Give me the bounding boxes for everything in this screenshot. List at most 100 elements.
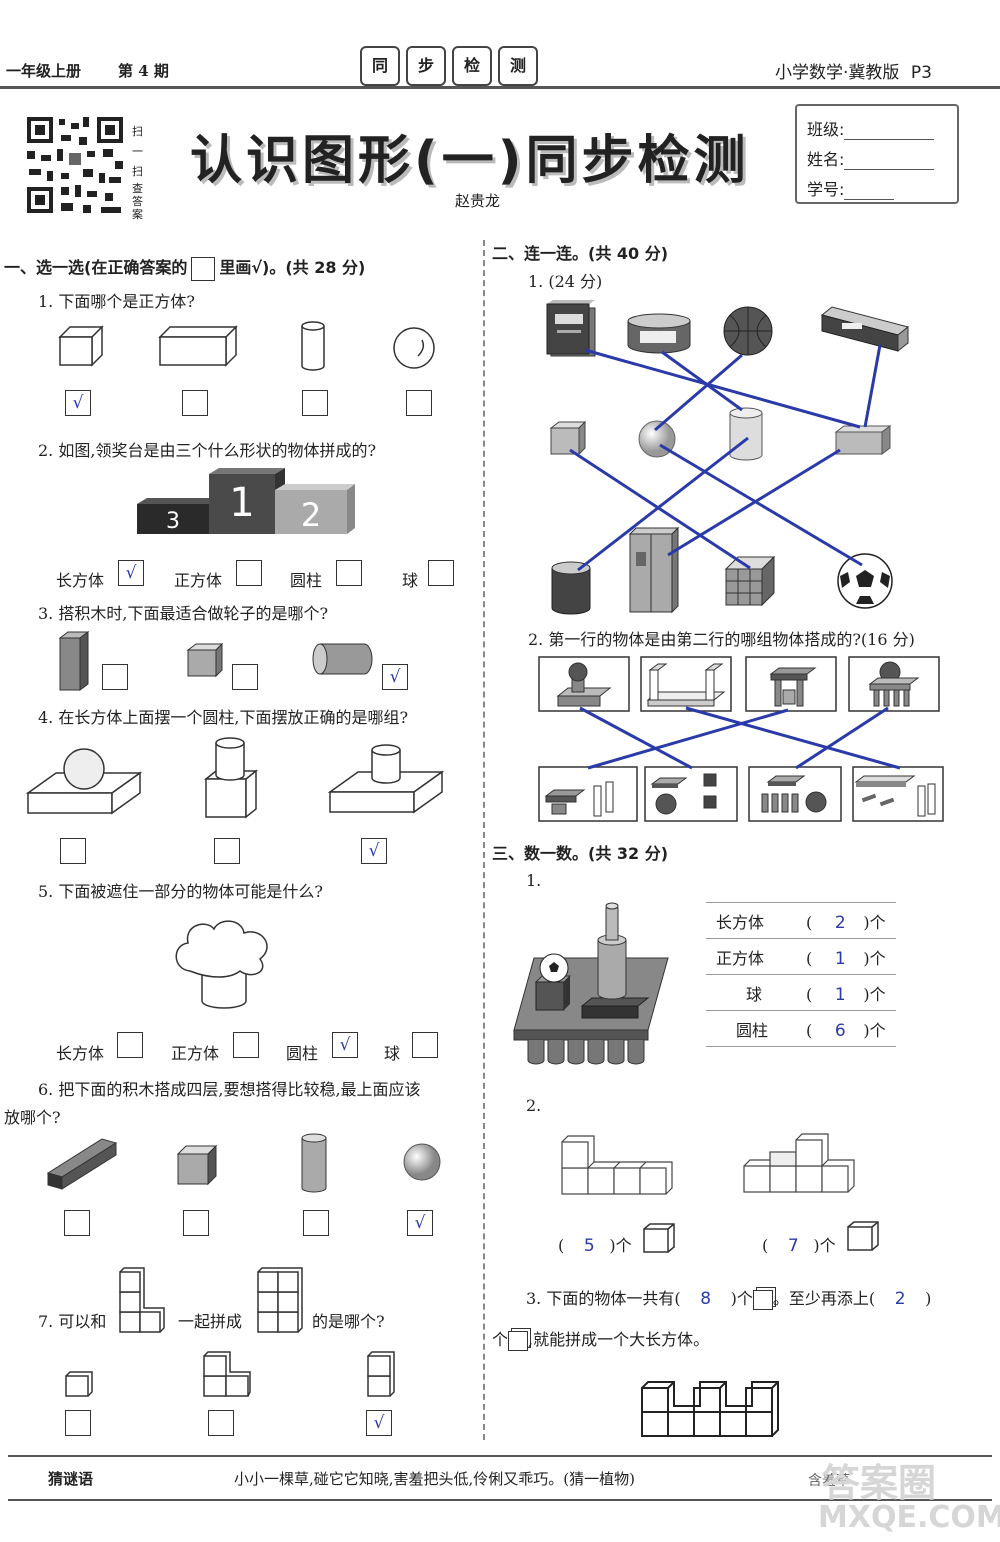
q1-option-4-box[interactable] — [406, 390, 432, 416]
q2-answer-1-value[interactable]: 5 — [583, 1236, 595, 1256]
q7-text-a: 7. 可以和 — [38, 1312, 107, 1331]
q6-option-3-box[interactable] — [303, 1210, 329, 1236]
q5-option-3-label: 圆柱 — [286, 1044, 319, 1063]
q6-text-a: 6. 把下面的积木搭成四层,要想搭得比较稳,最上面应该 — [38, 1080, 421, 1099]
qr-code-icon[interactable] — [25, 115, 125, 215]
cube-icon — [58, 325, 104, 367]
q6-option-2-box[interactable] — [183, 1210, 209, 1236]
can-icon — [627, 313, 691, 354]
count-cell[interactable]: 6 — [834, 1020, 846, 1041]
q5-option-3-box[interactable]: √ — [332, 1032, 358, 1058]
number-field[interactable] — [844, 185, 895, 200]
cube-unit-icon — [643, 1223, 675, 1253]
toothpaste-box-icon — [820, 306, 910, 353]
q2-option-3-box[interactable] — [336, 560, 362, 586]
q2-text: 2. 如图,领奖台是由三个什么形状的物体拼成的? — [38, 441, 377, 460]
q6-option-4-box[interactable]: √ — [407, 1210, 433, 1236]
q7-option-2-box[interactable] — [208, 1410, 234, 1436]
q3-option-1-box[interactable] — [102, 664, 128, 690]
section3-heading: 三、数一数。(共 32 分) — [492, 844, 669, 863]
sphere-icon — [393, 327, 435, 369]
q3-option-2-box[interactable] — [232, 664, 258, 690]
q6-text-b: 放哪个? — [4, 1108, 61, 1127]
q2-answer-2-value[interactable]: 7 — [787, 1236, 799, 1256]
q4-text: 4. 在长方体上面摆一个圆柱,下面摆放正确的是哪组? — [38, 708, 409, 727]
q5-option-1-box[interactable] — [117, 1032, 143, 1058]
podium-label-2: 2 — [301, 496, 321, 534]
q5-option-1-label: 长方体 — [56, 1044, 105, 1063]
subject-label: 小学数学·冀教版 P3 — [775, 58, 932, 83]
sphere-icon — [403, 1143, 441, 1181]
q1-option-2-box[interactable] — [182, 390, 208, 416]
class-field[interactable] — [844, 125, 935, 140]
long-cuboid-icon — [46, 1138, 118, 1190]
q3-answer-add[interactable]: 2 — [894, 1289, 906, 1309]
q2-answer-1: ( 5)个 — [558, 1236, 632, 1256]
q3-option-3-box[interactable]: √ — [382, 664, 408, 690]
qr-hint: 扫 一 扫 查答案 — [132, 122, 146, 221]
q3-answer-total[interactable]: 8 — [700, 1289, 712, 1309]
q5-option-2-box[interactable] — [233, 1032, 259, 1058]
q2-option-3-label: 圆柱 — [290, 571, 323, 590]
q5-option-4-box[interactable] — [412, 1032, 438, 1058]
cube-structure-illustration — [641, 1381, 779, 1437]
cube-arrangement-1-icon — [561, 1135, 673, 1195]
ball-on-slab-icon — [25, 748, 143, 815]
cube-icon — [549, 420, 587, 456]
q2-option-2-box[interactable] — [236, 560, 262, 586]
shape-cell: 长方体 — [706, 902, 796, 939]
q4-option-3-box[interactable]: √ — [361, 838, 387, 864]
q3-text-e: 个 — [492, 1330, 509, 1349]
banner-char: 测 — [498, 46, 538, 86]
shape-cell: 球 — [706, 974, 796, 1011]
q3-text-f: ,就能拼成一个大长方体。 — [528, 1330, 710, 1349]
q6-option-1-box[interactable] — [64, 1210, 90, 1236]
structure-1-icon — [538, 656, 630, 712]
q7-option-1-box[interactable] — [65, 1410, 91, 1436]
count-cell[interactable]: 1 — [834, 948, 846, 969]
banner-char: 步 — [406, 46, 446, 86]
name-label: 姓名: — [807, 150, 845, 169]
name-field[interactable] — [844, 155, 935, 170]
q4-option-2-box[interactable] — [214, 838, 240, 864]
unit-label: 个 — [819, 1236, 836, 1255]
q4-option-1-box[interactable] — [60, 838, 86, 864]
cylinder-on-slab-icon — [327, 744, 445, 814]
q2-option-4-box[interactable] — [428, 560, 454, 586]
q2-answer-2: ( 7)个 — [762, 1236, 836, 1256]
q2-option-4-label: 球 — [402, 571, 419, 590]
cuboid-icon — [158, 325, 238, 367]
q2-option-2-label: 正方体 — [174, 571, 223, 590]
q2-option-1-box[interactable]: √ — [118, 560, 144, 586]
heading-box-icon — [191, 256, 216, 281]
cuboid-icon — [834, 425, 892, 455]
table-row: 圆柱( 6)个 — [706, 1010, 896, 1047]
author: 赵贵龙 — [455, 192, 501, 210]
q7-option-3-box[interactable]: √ — [366, 1410, 392, 1436]
riddle-text: 小小一棵草,碰它它知晓,害羞把头低,伶俐又乖巧。(猜一植物) — [234, 1470, 636, 1488]
unit-cell: 个 — [869, 912, 886, 932]
refrigerator-icon — [628, 526, 680, 614]
q5-option-2-label: 正方体 — [171, 1044, 220, 1063]
count-cell[interactable]: 2 — [834, 912, 846, 933]
page-title: 认识图形(一)同步检测 — [190, 131, 750, 191]
podium-label-3: 3 — [166, 509, 180, 534]
q1-option-1-box[interactable]: √ — [65, 390, 91, 416]
student-info-box: 班级: 姓名: 学号: — [795, 104, 959, 204]
podium-illustration: 3 1 2 — [137, 468, 355, 534]
table-row: 球( 1)个 — [706, 974, 896, 1011]
section2-heading: 二、连一连。(共 40 分) — [492, 244, 669, 263]
section1-heading: 一、选一选(在正确答案的里画√)。(共 28 分) — [4, 254, 365, 281]
q2-option-1-label: 长方体 — [56, 571, 105, 590]
s2-q2-text: 2. 第一行的物体是由第二行的哪组物体搭成的?(16 分) — [528, 630, 915, 649]
q7-text-b: 一起拼成 — [178, 1312, 243, 1331]
qr-hint-char: 扫 — [132, 165, 143, 178]
q5-text: 5. 下面被遮住一部分的物体可能是什么? — [38, 882, 323, 901]
table-row: 长方体( 2)个 — [706, 902, 896, 939]
count-cell[interactable]: 1 — [834, 984, 846, 1005]
q1-text: 1. 下面哪个是正方体? — [38, 292, 195, 311]
s3-q3-line2: 个 ,就能拼成一个大长方体。 — [492, 1326, 709, 1351]
banner-char: 同 — [360, 46, 400, 86]
q1-option-3-box[interactable] — [302, 390, 328, 416]
